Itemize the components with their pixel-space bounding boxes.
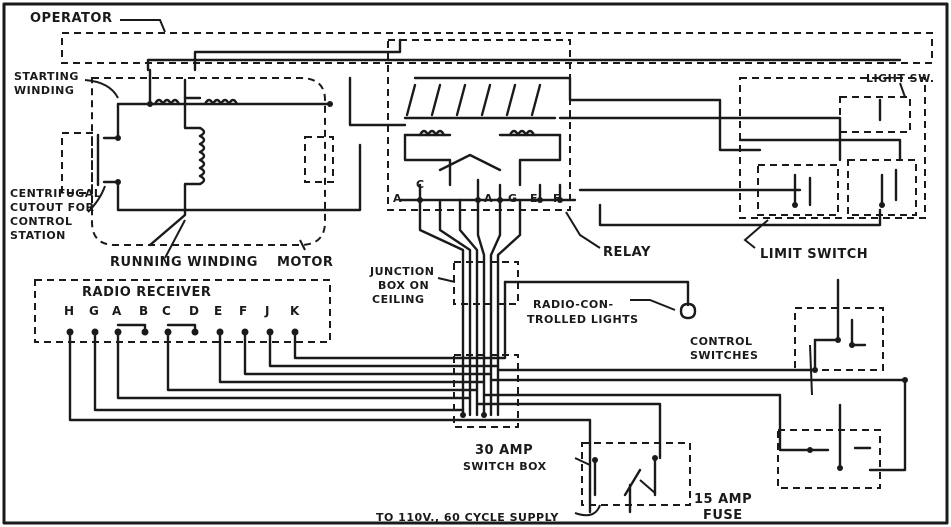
limit-switch-area: [739, 77, 926, 219]
relay-terminal-a-left: A: [393, 192, 403, 205]
label-radio-lights-1: RADIO-CON-: [533, 298, 614, 311]
label-starting-winding-1: STARTING: [14, 70, 79, 83]
receiver-terminal-e: E: [214, 304, 223, 318]
label-control-switches-1: CONTROL: [690, 335, 753, 348]
receiver-terminal-g: G: [89, 304, 100, 318]
receiver-terminal-k: K: [290, 304, 300, 318]
relay-terminal-f: F: [553, 192, 562, 205]
label-junction-2: BOX ON: [378, 279, 430, 292]
label-relay: RELAY: [603, 245, 651, 260]
label-radio-lights-2: TROLLED LIGHTS: [527, 313, 639, 326]
receiver-terminal-b: B: [139, 304, 149, 318]
junction-box-lower: [453, 354, 519, 428]
label-centrifugal-4: STATION: [10, 229, 66, 242]
motor-end-right: [304, 136, 334, 183]
relay-terminal-e: E: [530, 192, 539, 205]
relay-terminal-a-mid: A: [484, 192, 494, 205]
light-switch-box: [839, 96, 911, 133]
receiver-terminal-j: J: [265, 304, 270, 318]
receiver-terminal-d: D: [189, 304, 200, 318]
label-switch-box-1: 30 AMP: [475, 443, 534, 458]
limit-switch-box-2: [847, 159, 917, 216]
label-centrifugal-1: CENTRIFUGAL: [10, 187, 102, 200]
switch-box-enclosure: [581, 442, 691, 506]
label-control-switches-2: SWITCHES: [690, 349, 759, 362]
control-switch-box-1: [794, 307, 884, 371]
label-centrifugal-2: CUTOUT FOR: [10, 201, 95, 214]
label-centrifugal-3: CONTROL: [10, 215, 73, 228]
receiver-terminal-f: F: [239, 304, 248, 318]
label-running-winding: RUNNING WINDING: [110, 255, 258, 270]
relay-terminal-g: G: [508, 192, 518, 205]
label-starting-winding-2: WINDING: [14, 84, 75, 97]
label-motor: MOTOR: [277, 255, 334, 270]
label-operator: OPERATOR: [30, 11, 113, 26]
label-radio-receiver: RADIO RECEIVER: [82, 285, 212, 300]
label-supply: TO 110V., 60 CYCLE SUPPLY: [376, 511, 559, 524]
motor-end-left: [61, 132, 93, 194]
operator-enclosure: [61, 32, 933, 64]
receiver-terminal-c: C: [162, 304, 172, 318]
label-junction-1: JUNCTION: [370, 265, 435, 278]
label-junction-3: CEILING: [372, 293, 425, 306]
label-switch-box-2: SWITCH BOX: [463, 460, 547, 473]
receiver-enclosure: [34, 279, 331, 343]
label-fuse-1: 15 AMP: [694, 492, 753, 507]
relay-terminal-c: C: [416, 178, 425, 191]
label-limit-switch: LIMIT SWITCH: [760, 247, 869, 262]
receiver-terminal-a: A: [112, 304, 122, 318]
label-fuse-2: FUSE: [703, 508, 743, 523]
control-switch-box-2: [777, 429, 881, 489]
receiver-terminal-h: H: [64, 304, 75, 318]
motor-enclosure: [91, 77, 326, 246]
label-light-sw: LIGHT SW.: [866, 72, 935, 85]
